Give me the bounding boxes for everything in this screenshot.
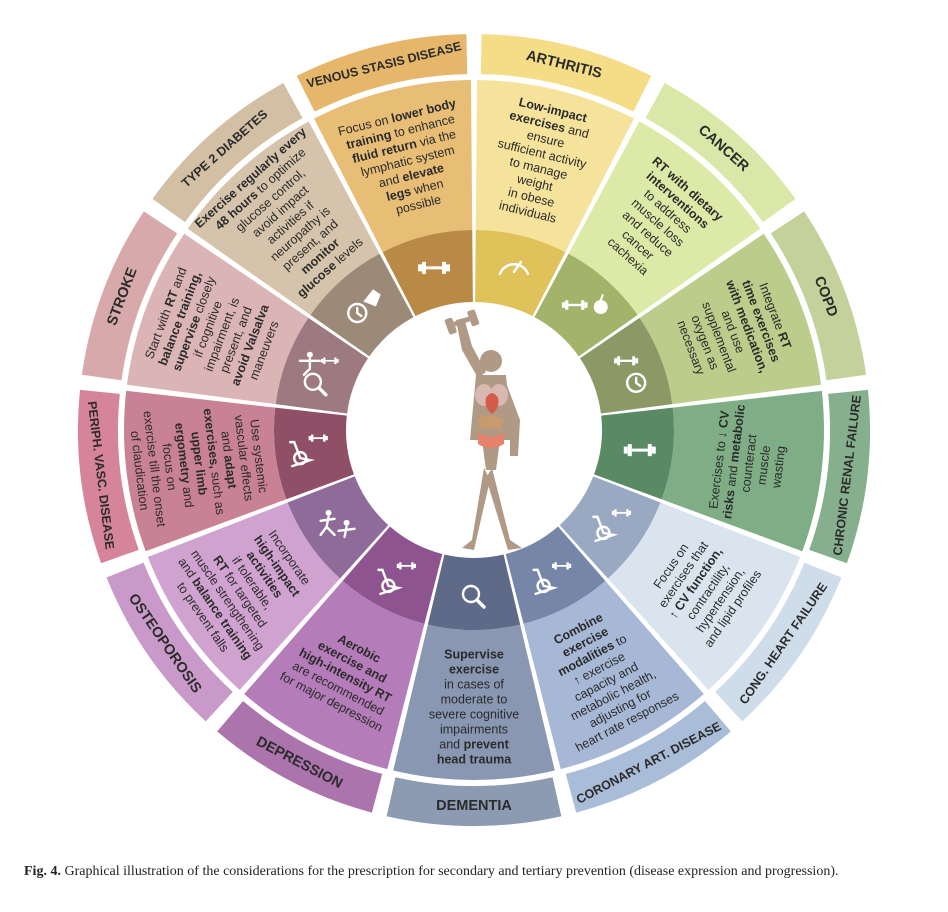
dumbbell-shape [418,261,451,274]
bike-dumbbell-icon [289,434,328,468]
segment-inner [274,407,354,500]
segment-text-line: exercise [449,663,499,677]
segment-inner [505,526,606,624]
segment-inner [427,554,521,630]
runner-icon [319,509,356,539]
segment-text-line: focus on [159,443,179,492]
segment-main [314,80,473,253]
center-dumbbell-shape [444,309,480,335]
speedometer-icon [498,260,530,276]
dumbbell-apple-icon [561,293,608,314]
organs-shape [475,384,508,448]
segment-osteoporosis: OSTEOPOROSISIncorporatehigh-impactactivi… [106,476,389,722]
segment-inner [475,230,566,317]
segment-inner [382,230,473,317]
segment-text-line: severe cognitive [429,708,519,722]
segment-band [645,82,796,223]
segment-text-line: muscle [755,445,774,486]
segment-main [187,121,380,315]
segment-main [661,390,825,552]
segment-text-line: in cases of [444,678,504,692]
segment-label: DEMENTIA [436,798,512,814]
caption-text: Graphical illustration of the considerat… [60,864,839,879]
segment-band [296,34,468,112]
segment-inner [559,476,661,579]
dumbbell-clock-icon [614,356,647,393]
figure-caption: Fig. 4. Graphical illustration of the co… [24,864,934,880]
segment-band [217,700,383,813]
segment-inner [342,526,443,624]
segment-text-line: moderate to [441,693,508,707]
bike-dumbbell-icon [377,562,416,596]
segment-main [244,580,425,770]
segment-band [81,211,178,381]
segment-coronary-art-disease: CORONARY ART. DISEASECombineexercisemoda… [505,526,731,813]
dumbbell-shape [623,444,656,457]
segment-text-line: and adapt [218,430,239,490]
segment-inner [287,476,389,579]
segment-text-line: and prevent [439,738,509,752]
segment-band [715,562,842,722]
segment-band [565,700,731,813]
segment-band [809,389,870,564]
caption-label: Fig. 4. [24,864,61,879]
dumbbell-shape [552,562,572,570]
segment-main [124,390,287,552]
segment-inner [594,407,674,500]
dumbbell-icon [418,261,451,274]
segment-text-line: head trauma [437,753,512,767]
segment-band [480,34,652,112]
segment-inner [275,317,369,414]
dumbbell-shape [561,300,588,310]
segment-text-line: Supervise [444,648,504,662]
segment-main [475,80,634,253]
segment-main [568,121,761,315]
segment-band [106,562,233,722]
segment-band [386,777,562,827]
dumbbell-shape [614,356,639,366]
clock-hand-icon [347,289,381,324]
segment-band [152,82,303,223]
segment-inner [579,317,673,414]
segment-band [770,211,867,381]
balance-magnifier-icon [298,351,339,397]
dumbbell-shape [308,434,328,442]
segment-main [607,502,801,690]
segment-main [147,502,341,690]
magnifier-icon [461,584,486,609]
segment-main [126,233,309,405]
segment-main [393,624,555,781]
segment-band [78,389,139,564]
dumbbell-shape [321,357,339,365]
dumbbell-shape [611,509,632,517]
segment-main [639,233,822,405]
bike-dumbbell-icon [532,562,572,596]
segment-text-line: impairments [440,723,508,737]
dumbbell-shape [396,562,416,570]
bike-dumbbell-icon [592,509,632,543]
dumbbell-icon [623,444,656,457]
segment-text-line: wasting [769,445,788,490]
segment-main [523,580,704,770]
segment-text-line: risks and metabolic [720,403,748,519]
